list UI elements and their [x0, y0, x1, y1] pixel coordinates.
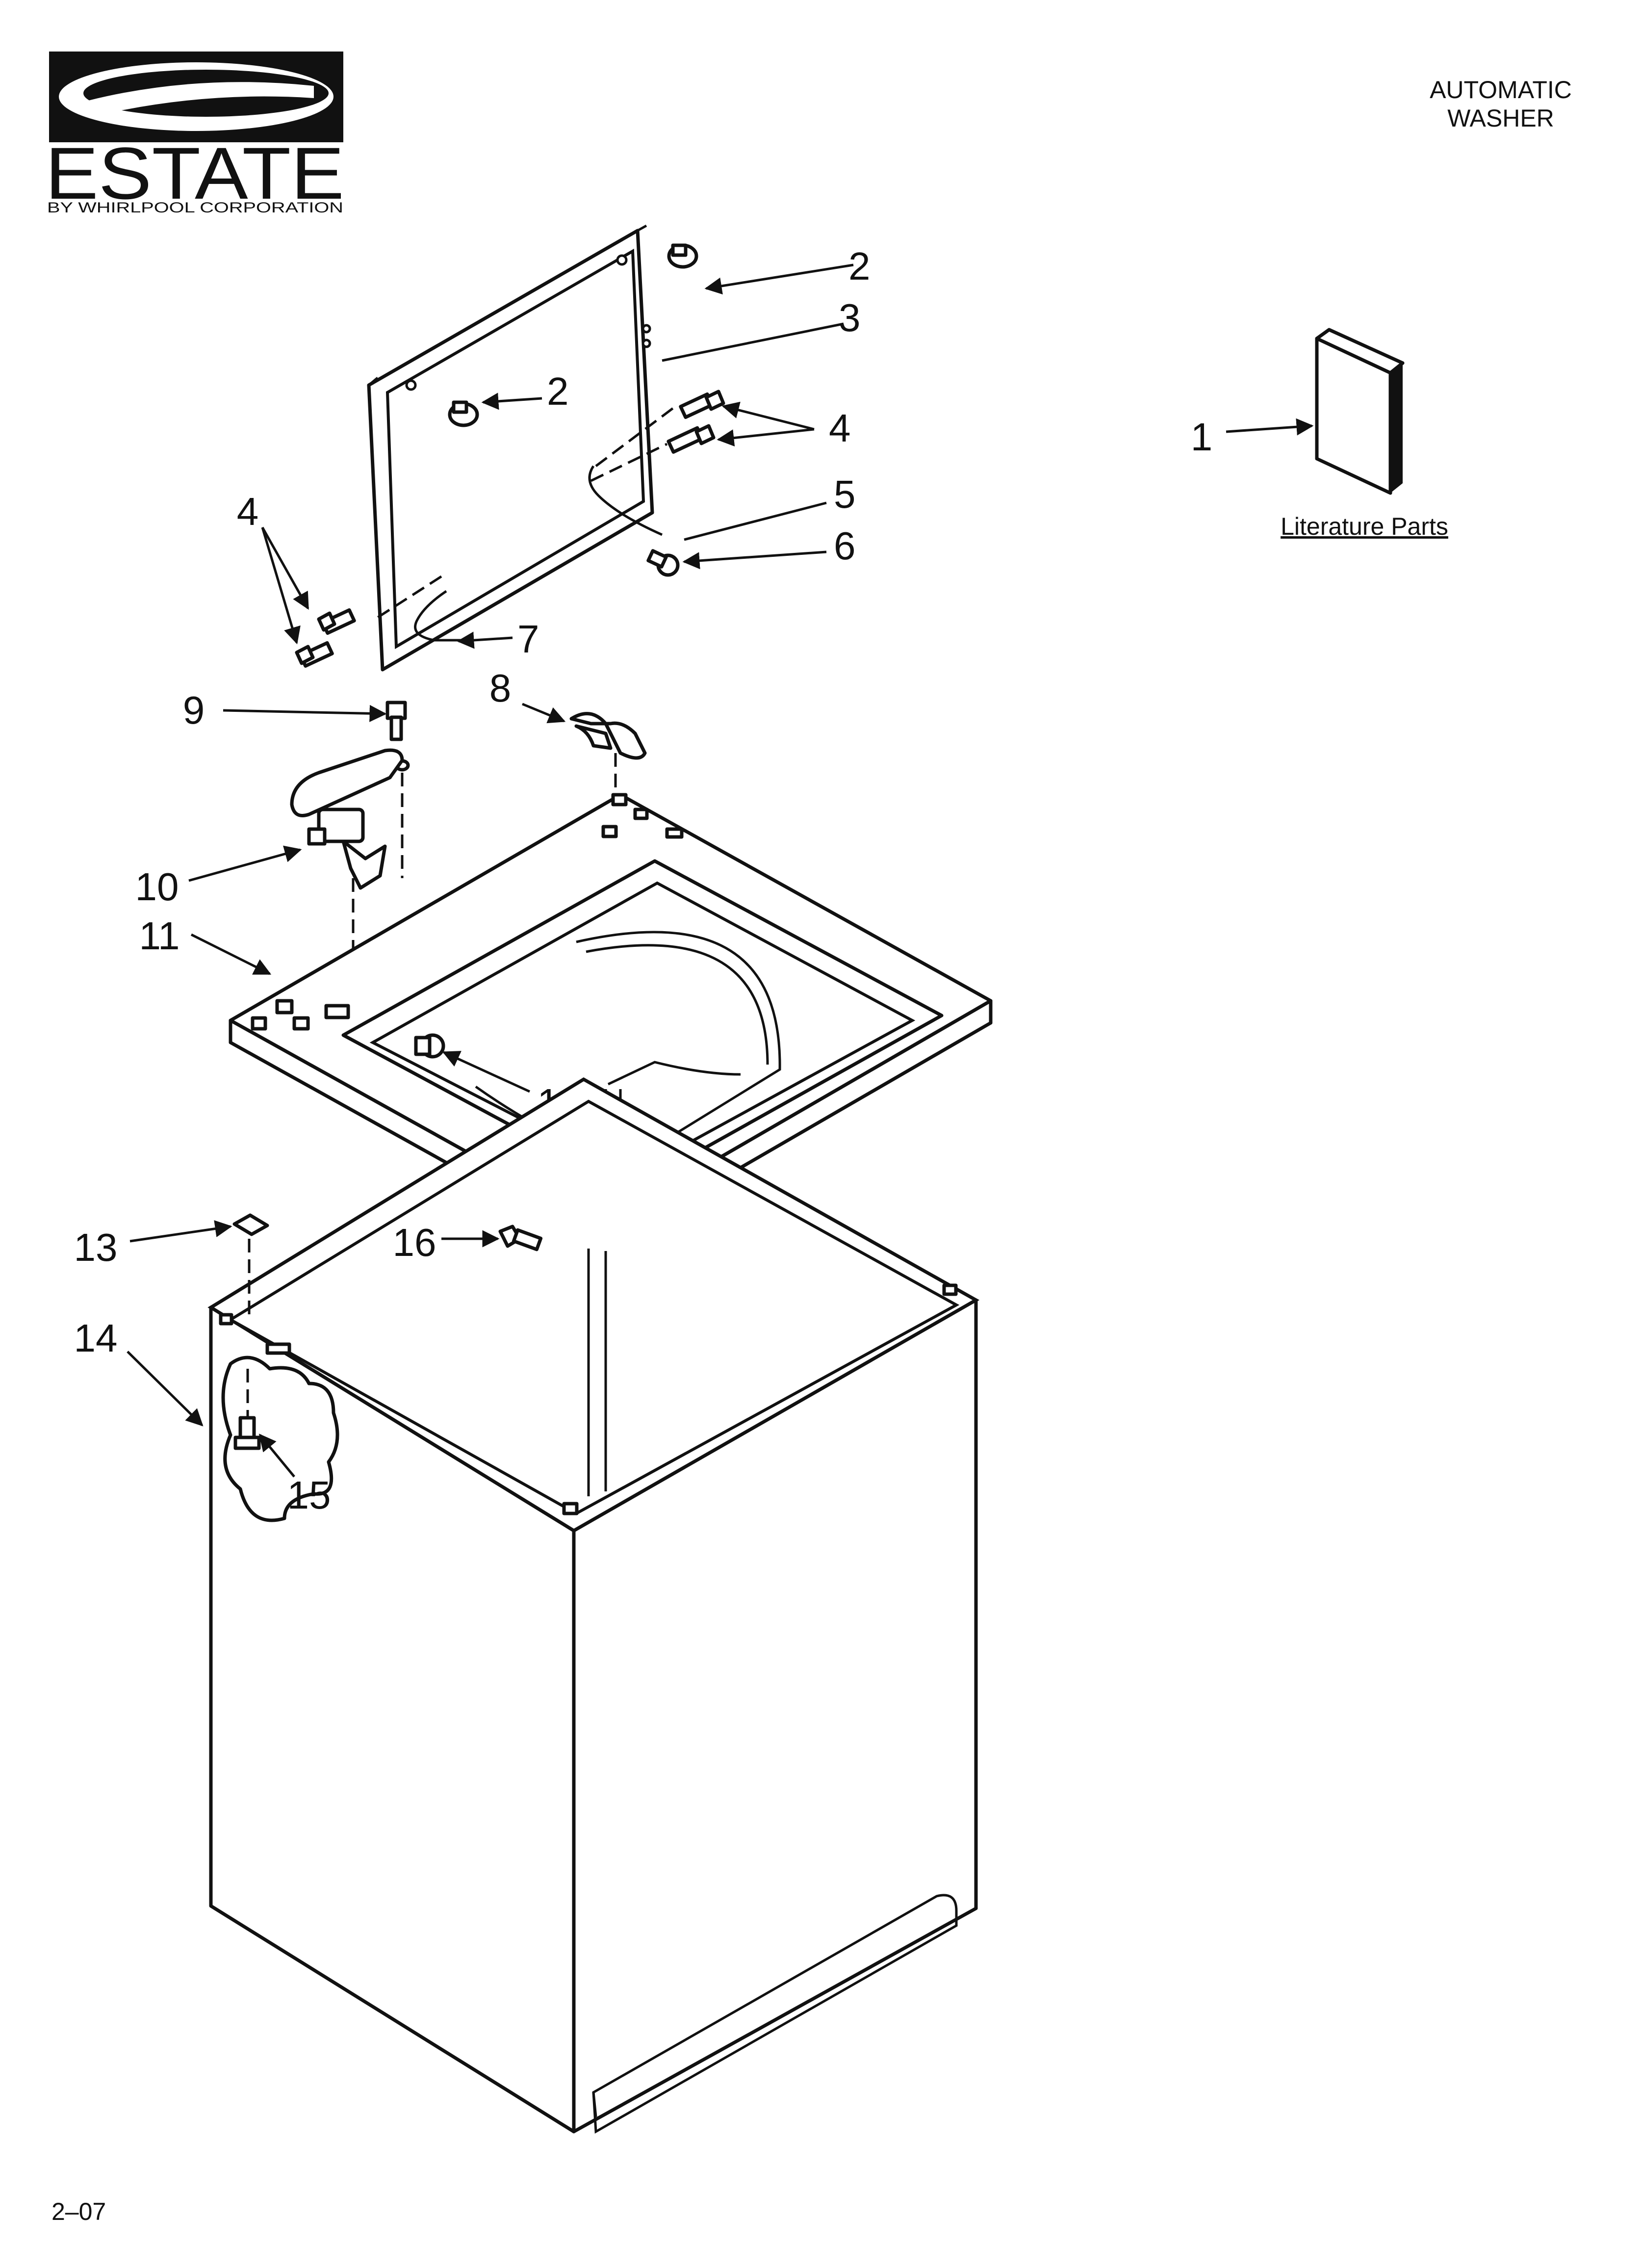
callout-16: 16 [393, 1221, 436, 1264]
hinge-clip-8 [569, 712, 647, 760]
header-line-2: WASHER [1447, 104, 1554, 132]
estate-logo: ESTATE BY WHIRLPOOL CORPORATION [45, 52, 344, 216]
lid-assembly [295, 224, 725, 672]
callout-11: 11 [139, 914, 180, 958]
header-line-1: AUTOMATIC [1430, 76, 1572, 104]
callout-14: 14 [74, 1316, 118, 1360]
screw-16 [498, 1225, 543, 1251]
callout-4b: 4 [237, 490, 259, 533]
cabinet-14 [207, 1077, 980, 2134]
literature-label: Literature Parts [1281, 513, 1448, 540]
callout-7: 7 [517, 617, 539, 661]
literature-booklet [1315, 328, 1405, 495]
callout-2a: 2 [848, 244, 871, 288]
footer-code: 2–07 [51, 2198, 106, 2225]
screws-left [295, 608, 356, 668]
lid-switch-10 [290, 748, 404, 890]
callout-3: 3 [839, 296, 861, 339]
callout-10: 10 [135, 865, 179, 909]
callout-9: 9 [183, 688, 205, 732]
screws-right [667, 390, 725, 454]
callout-6: 6 [834, 524, 856, 568]
callout-13: 13 [74, 1225, 118, 1269]
screw-15 [233, 1416, 261, 1450]
callout-1: 1 [1191, 415, 1213, 459]
clip-6 [646, 549, 680, 577]
top-panel-11 [229, 793, 993, 1251]
callout-2b: 2 [547, 369, 569, 413]
brand-tagline: BY WHIRLPOOL CORPORATION [47, 200, 343, 216]
clip-13 [232, 1213, 269, 1236]
brand-name: ESTATE [45, 132, 344, 214]
callout-8: 8 [489, 666, 512, 710]
callout-4a: 4 [829, 406, 851, 450]
callout-5: 5 [834, 472, 856, 516]
bumper-top [667, 243, 698, 269]
bumper-left [448, 400, 479, 427]
callout-15: 15 [287, 1473, 331, 1517]
